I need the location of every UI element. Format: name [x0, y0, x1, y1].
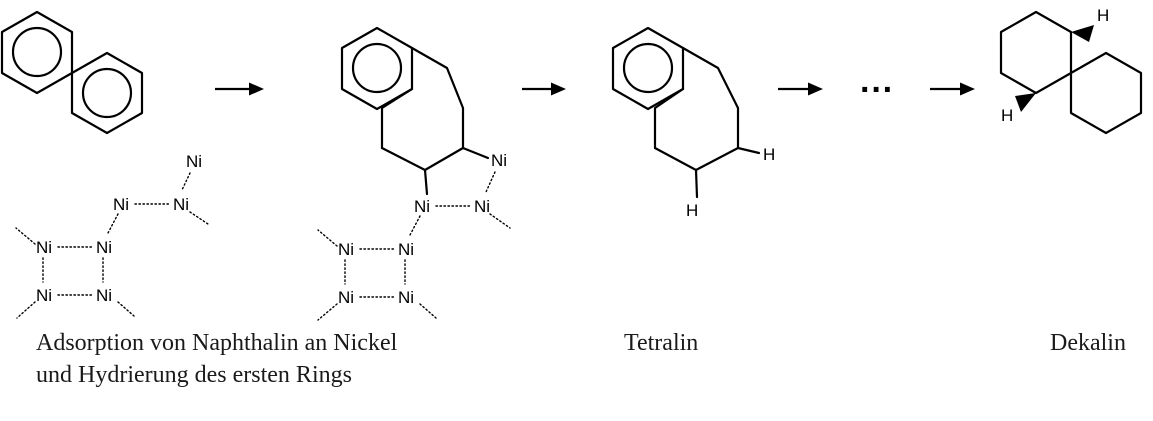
ni-atom: Ni: [36, 238, 52, 257]
h-atom: H: [686, 201, 698, 220]
wedge-bond: [1071, 25, 1094, 42]
naphthalene-structure: [0, 10, 144, 135]
dekalin-structure: H H: [999, 6, 1143, 135]
reaction-arrow: [778, 82, 823, 96]
caption-adsorption-line2: und Hydrierung des ersten Rings: [36, 362, 352, 388]
wedge-bond: [1015, 93, 1036, 112]
reaction-arrow: [522, 82, 566, 96]
surface-dotted-bonds: [317, 171, 511, 321]
ni-atom: Ni: [96, 238, 112, 257]
caption-adsorption-line1: Adsorption von Naphthalin an Nickel: [36, 330, 398, 356]
reaction-arrow: [215, 82, 264, 96]
ni-atom: Ni: [398, 240, 414, 259]
ni-atom: Ni: [36, 286, 52, 305]
nickel-cluster-intermediate: Ni Ni Ni Ni Ni Ni Ni: [317, 151, 511, 321]
tetralin-structure: H H: [611, 26, 775, 220]
ni-atom: Ni: [186, 152, 202, 171]
ellipsis: ···: [860, 71, 894, 109]
ni-atom: Ni: [491, 151, 507, 170]
adsorbed-naphthalene-structure: [340, 26, 490, 196]
ni-atom: Ni: [474, 197, 490, 216]
surface-dotted-bonds: [15, 172, 209, 319]
ni-atom: Ni: [338, 288, 354, 307]
h-atom: H: [763, 145, 775, 164]
ni-atom: Ni: [173, 195, 189, 214]
h-atom: H: [1001, 106, 1013, 125]
ni-atom: Ni: [398, 288, 414, 307]
ni-atom: Ni: [113, 195, 129, 214]
caption-adsorption: Adsorption von Naphthalin an Nickel und …: [36, 327, 397, 391]
ni-atom: Ni: [338, 240, 354, 259]
nickel-cluster-left: Ni Ni Ni Ni Ni Ni Ni: [15, 152, 209, 319]
h-atom: H: [1097, 6, 1109, 25]
reaction-arrow: [930, 82, 975, 96]
ni-atom: Ni: [96, 286, 112, 305]
caption-dekalin: Dekalin: [1050, 330, 1126, 356]
caption-tetralin: Tetralin: [624, 330, 699, 356]
ni-atom: Ni: [414, 197, 430, 216]
